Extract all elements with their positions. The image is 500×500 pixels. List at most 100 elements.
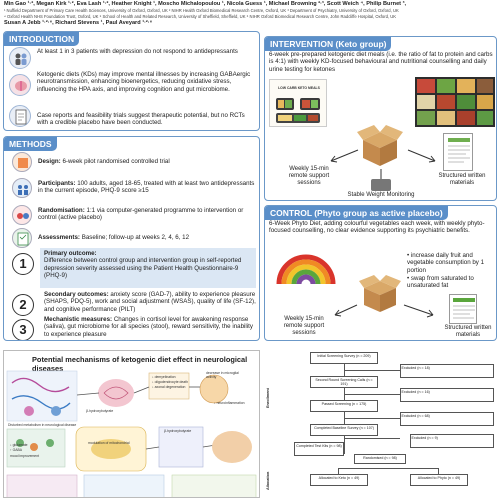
delivery-box-icon: [355, 122, 405, 170]
mech-label-bhb-2: β-hydroxybutyrate: [164, 429, 192, 433]
introduction-title: INTRODUCTION: [4, 32, 80, 46]
flow-exclude-line-2: [344, 394, 400, 395]
keto-meals-label: LOW CARB KETO MEALS: [278, 86, 320, 90]
randomisation-row: Randomisation: 1:1 via computer-generate…: [38, 207, 258, 222]
assessments-icon: [12, 228, 32, 248]
outcome-number-2: 2: [12, 294, 34, 316]
arrow-to-weight: [380, 169, 382, 180]
keto-support-label: Weekly 15-min remote support sessions: [288, 166, 330, 186]
secondary-outcome-text: anxiety score (GAD-7), ability to experi…: [44, 291, 256, 313]
mech-label-bhb-1: β-hydroxybutyrate: [86, 409, 114, 413]
phyto-support-label: Weekly 15-min remote support sessions: [283, 316, 325, 336]
scale-icon: [371, 179, 391, 191]
author-list-2: Susan A Jebb ¹·²·⁶, Richard Stevens ¹, P…: [4, 20, 153, 26]
mech-label-oligodendrocyte: ↓ oligodendrocyte death: [152, 380, 189, 384]
mech-label-glutamate: ↓ glutamate: [10, 443, 28, 447]
author-list: Min Gao ¹·², Megan Kirk ¹·², Eva Lash ¹·…: [4, 1, 407, 7]
intervention-title: INTERVENTION (Keto group): [265, 37, 392, 51]
design-row: Design: 6-week pilot randomised controll…: [38, 158, 258, 165]
mechanistic-label: Mechanistic measures:: [44, 316, 113, 323]
flow-phyto-line: [438, 468, 439, 474]
control-bullet-2-text: swap from saturated to unsaturated fat: [407, 275, 474, 290]
control-bullet-1: • increase daily fruit and vegetable con…: [407, 252, 485, 274]
consort-flow-diagram: Enrollment Allocation Initial Screening …: [264, 350, 497, 498]
assessments-row: Assessments: Baseline; follow-up at week…: [38, 234, 258, 241]
participants-row: Participants: 100 adults, aged 18-65, tr…: [38, 180, 258, 195]
participants-label: Participants:: [38, 180, 76, 187]
keto-materials-label: Structured written materials: [438, 173, 486, 186]
arrow-control-support: [334, 304, 358, 317]
primary-outcome-box: [40, 248, 256, 288]
participants-text: 100 adults, aged 18-65, treated with at …: [38, 180, 255, 195]
affiliations: ¹ Nuffield Department of Primary Care He…: [4, 8, 399, 13]
secondary-outcome: Secondary outcomes: anxiety score (GAD-7…: [44, 291, 258, 313]
weight-monitoring-label: Stable Weight Monitoring: [347, 192, 415, 198]
brain-icon: [9, 74, 31, 96]
flow-second-round: Second Round Screening Calls (n = 191): [310, 376, 378, 388]
patients-icon: [9, 47, 31, 69]
arrow-to-materials: [407, 149, 436, 163]
phyto-materials-doc-icon: [449, 294, 477, 324]
assessments-text: Baseline; follow-up at weeks 2, 4, 6, 12: [81, 234, 190, 241]
secondary-outcome-label: Secondary outcomes:: [44, 291, 109, 298]
mech-label-neuroinflammation: ↓ neuroinflammation: [214, 401, 245, 405]
flow-excluded-4: Excluded (n = 9): [410, 434, 494, 448]
mechanistic-text: Changes in cortisol level for awakening …: [44, 316, 253, 338]
design-icon: [12, 152, 32, 172]
intervention-panel: INTERVENTION (Keto group) 6-week pre-pre…: [264, 36, 497, 201]
allocation-label: Allocation: [266, 471, 270, 490]
outcome-number-1: 1: [12, 253, 34, 275]
randomisation-label: Randomisation:: [38, 207, 85, 214]
mech-label-demyelination: ↓ demyelination: [152, 375, 176, 379]
mech-label-mitochondrial: modulation of mitochondrial: [88, 441, 130, 445]
methods-panel: METHODS Design: 6-week pilot randomised …: [3, 136, 260, 341]
mechanisms-figure: Potential mechanisms of ketogenic diet e…: [3, 350, 260, 498]
arrow-control-materials: [403, 304, 434, 318]
flow-exclude-line-1: [344, 370, 400, 371]
document-icon: [9, 105, 31, 127]
methods-title: METHODS: [4, 137, 57, 151]
mechanistic-outcome: Mechanistic measures: Changes in cortiso…: [44, 316, 258, 338]
primary-outcome-text: Difference between control group and int…: [44, 257, 242, 280]
veg-box-icon: [357, 272, 403, 316]
meal-grid-image: [415, 77, 495, 127]
phyto-materials-label: Structured written materials: [444, 325, 492, 338]
mech-label-gaba: ↑ GABA: [10, 448, 23, 452]
keto-meals-image: LOW CARB KETO MEALS: [269, 79, 327, 127]
flow-split-line: [338, 468, 438, 469]
primary-outcome: Primary outcome: Difference between cont…: [44, 250, 256, 280]
rainbow-vegetables-image: [275, 240, 337, 288]
flow-randomised: Randomised (n = 98): [354, 454, 406, 464]
enrollment-label: Enrollment: [266, 388, 270, 408]
randomisation-icon: [12, 205, 32, 225]
flow-excluded-2: Excluded (n = 16): [400, 388, 494, 402]
control-text: 6-Week Phyto Diet, adding colourful vege…: [269, 220, 485, 235]
intro-point-3: Case reports and feasibility trials sugg…: [37, 112, 245, 127]
intro-point-1: At least 1 in 3 patients with depression…: [37, 48, 238, 55]
participants-icon: [12, 178, 32, 198]
materials-doc-icon: [443, 133, 473, 171]
mechanisms-title: Potential mechanisms of ketogenic diet e…: [32, 355, 248, 373]
flow-initial-screening: Initial Screening Survey (n = 209): [310, 352, 378, 364]
introduction-panel: INTRODUCTION At least 1 in 3 patients wi…: [3, 31, 260, 131]
flow-passed-screening: Passed Screening (n = 175): [310, 400, 378, 412]
mechanisms-diagram: [6, 370, 257, 497]
mech-label-mood: mood improvement: [10, 454, 40, 458]
randomisation-text: 1:1 via computer-generated programme to …: [38, 207, 244, 222]
outcome-number-3: 3: [12, 319, 34, 340]
control-bullet-1-text: increase daily fruit and vegetable consu…: [407, 252, 485, 274]
flow-test-kits: Completed Test Kits (n = 98): [294, 442, 344, 456]
intervention-text: 6-week pre-prepared ketogenic diet meals…: [269, 51, 493, 73]
mech-label-disturbed-metabolism: Disturbed metabolism in neurological dis…: [8, 423, 77, 427]
control-title: CONTROL (Phyto group as active placebo): [265, 206, 448, 220]
flow-exclude-line-4: [344, 438, 400, 439]
arrow-to-support: [330, 149, 359, 163]
flow-allocated-keto: Allocated to Keto (n = 49): [310, 474, 368, 486]
design-label: Design:: [38, 158, 61, 165]
primary-outcome-label: Primary outcome:: [44, 250, 97, 257]
mech-label-microglia: decrease in microglial activity: [206, 371, 239, 379]
flow-exclude-line-3: [344, 418, 400, 419]
assessments-label: Assessments:: [38, 234, 80, 241]
mech-label-axonal: ↓ axonal degeneration: [152, 385, 186, 389]
flow-keto-line: [338, 468, 339, 474]
